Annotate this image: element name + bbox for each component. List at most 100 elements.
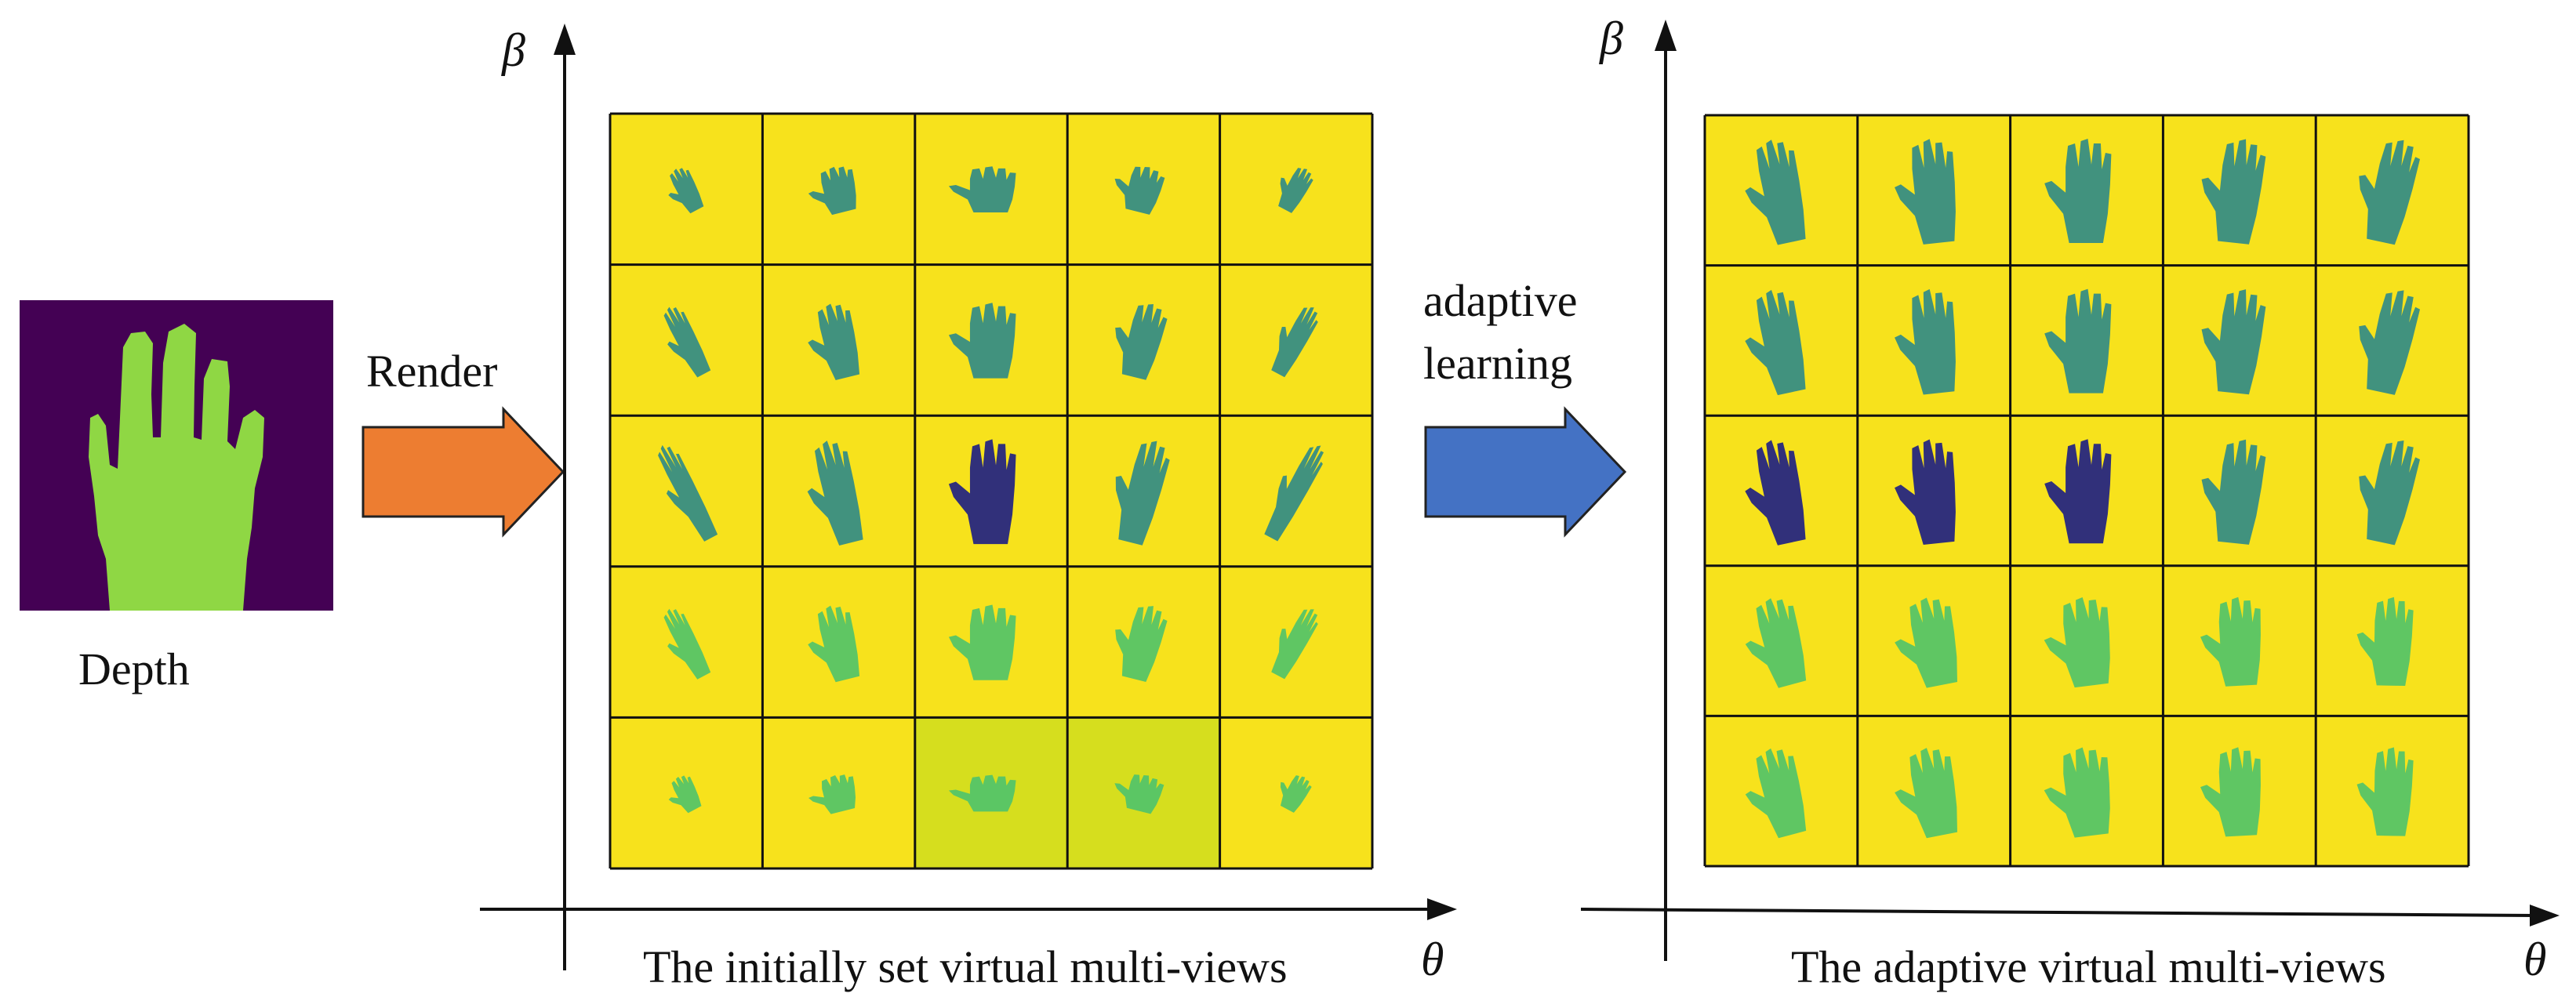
- view-cell: [1219, 264, 1372, 416]
- view-cell: [2316, 115, 2469, 266]
- hand-view-glyph: [1115, 303, 1168, 380]
- view-cell: [1067, 415, 1220, 567]
- right-y-axis-symbol: β: [1600, 13, 1623, 64]
- view-cell: [1067, 264, 1220, 416]
- hand-view-glyph: [2356, 747, 2414, 836]
- hand-view-glyph: [807, 441, 863, 546]
- hand-view-glyph: [2044, 288, 2112, 393]
- hand-view-glyph: [1895, 288, 1956, 395]
- adaptive-learning-label-line2: learning: [1423, 338, 1573, 389]
- hand-view-glyph: [948, 166, 1016, 213]
- view-cell: [1857, 716, 2011, 866]
- hand-view-glyph: [2201, 139, 2266, 245]
- view-cell: [1219, 415, 1372, 567]
- hand-view-glyph: [1280, 775, 1312, 813]
- hand-view-glyph: [2200, 596, 2261, 687]
- view-cell: [2010, 565, 2164, 716]
- adaptive-learning-label-line1: adaptive: [1423, 275, 1578, 326]
- view-cell: [1219, 717, 1372, 868]
- hand-view-glyph: [948, 774, 1016, 812]
- view-cell: [1219, 114, 1372, 265]
- view-cell: [1705, 265, 1858, 416]
- view-cell: [2163, 565, 2316, 716]
- view-cell: [1067, 566, 1220, 718]
- view-cell: [2010, 115, 2164, 266]
- view-cell: [914, 415, 1068, 567]
- adaptive-learning-arrow: [1424, 406, 1627, 538]
- view-cell: [2163, 115, 2316, 266]
- right-grid-caption: The adaptive virtual multi-views: [1791, 941, 2386, 992]
- view-cell: [1705, 565, 1858, 716]
- view-cell: [1705, 415, 1858, 566]
- hand-view-glyph: [808, 166, 856, 216]
- view-cell: [2316, 265, 2469, 416]
- view-cell: [914, 566, 1068, 718]
- hand-view-glyph: [2359, 140, 2421, 245]
- hand-view-glyph: [2359, 290, 2421, 395]
- hand-view-glyph: [1745, 748, 1807, 839]
- hand-view-glyph: [1115, 606, 1168, 682]
- hand-view-glyph: [658, 444, 718, 542]
- view-cell: [610, 114, 763, 265]
- render-label: Render: [366, 346, 498, 397]
- view-cell: [1857, 265, 2011, 416]
- left-axes: [480, 24, 1457, 970]
- view-cell: [914, 717, 1068, 868]
- view-cell: [2010, 265, 2164, 416]
- hand-view-glyph: [2200, 747, 2261, 837]
- view-cell: [762, 566, 915, 718]
- hand-view-glyph: [1745, 140, 1806, 245]
- hand-view-glyph: [2201, 439, 2266, 545]
- view-cell: [2010, 716, 2164, 866]
- view-cell: [762, 415, 915, 567]
- view-cell: [2316, 415, 2469, 566]
- view-cell: [1705, 716, 1858, 866]
- depth-image: [20, 300, 333, 611]
- view-cell: [1705, 115, 1858, 266]
- view-cell: [2010, 415, 2164, 566]
- hand-view-glyph: [948, 604, 1016, 680]
- hand-view-glyph: [1895, 597, 1958, 688]
- hand-view-glyph: [2356, 596, 2414, 687]
- hand-view-glyph: [668, 168, 704, 214]
- view-cell: [2316, 716, 2469, 866]
- hand-view-glyph: [808, 774, 856, 814]
- view-cell: [2163, 716, 2316, 866]
- left-grid-caption: The initially set virtual multi-views: [643, 941, 1288, 992]
- hand-view-glyph: [2044, 596, 2110, 688]
- left-y-axis-symbol: β: [502, 24, 525, 76]
- hand-view-glyph: [668, 775, 702, 814]
- hand-view-glyph: [2044, 139, 2112, 244]
- view-cell: [610, 415, 763, 567]
- hand-view-glyph: [1895, 748, 1958, 839]
- view-cell: [610, 566, 763, 718]
- right-axes: [1580, 20, 2560, 961]
- depth-label: Depth: [78, 644, 190, 694]
- view-cell: [914, 114, 1068, 265]
- view-cell: [1067, 114, 1220, 265]
- hand-view-glyph: [1745, 440, 1806, 546]
- hand-view-glyph: [2359, 440, 2421, 546]
- view-cell: [2316, 565, 2469, 716]
- hand-view-glyph: [948, 439, 1016, 545]
- view-cell: [762, 114, 915, 265]
- view-cell: [610, 264, 763, 416]
- hand-view-glyph: [2201, 289, 2266, 395]
- hand-view-glyph: [1895, 439, 1956, 546]
- hand-view-glyph: [1114, 166, 1165, 215]
- left-x-axis-symbol: θ: [1421, 934, 1444, 985]
- hand-view-glyph: [2044, 747, 2110, 838]
- view-cell: [1067, 717, 1220, 868]
- hand-view-glyph: [1264, 445, 1324, 542]
- hand-view-glyph: [808, 303, 860, 381]
- hand-view-glyph: [808, 605, 860, 683]
- hand-view-glyph: [1745, 598, 1807, 688]
- hand-view-glyph: [663, 306, 711, 378]
- hand-view-glyph: [1895, 139, 1956, 245]
- hand-view-glyph: [948, 303, 1016, 379]
- view-cell: [1219, 566, 1372, 718]
- render-arrow: [362, 406, 565, 538]
- hand-view-glyph: [1745, 289, 1806, 396]
- view-cell: [1857, 115, 2011, 266]
